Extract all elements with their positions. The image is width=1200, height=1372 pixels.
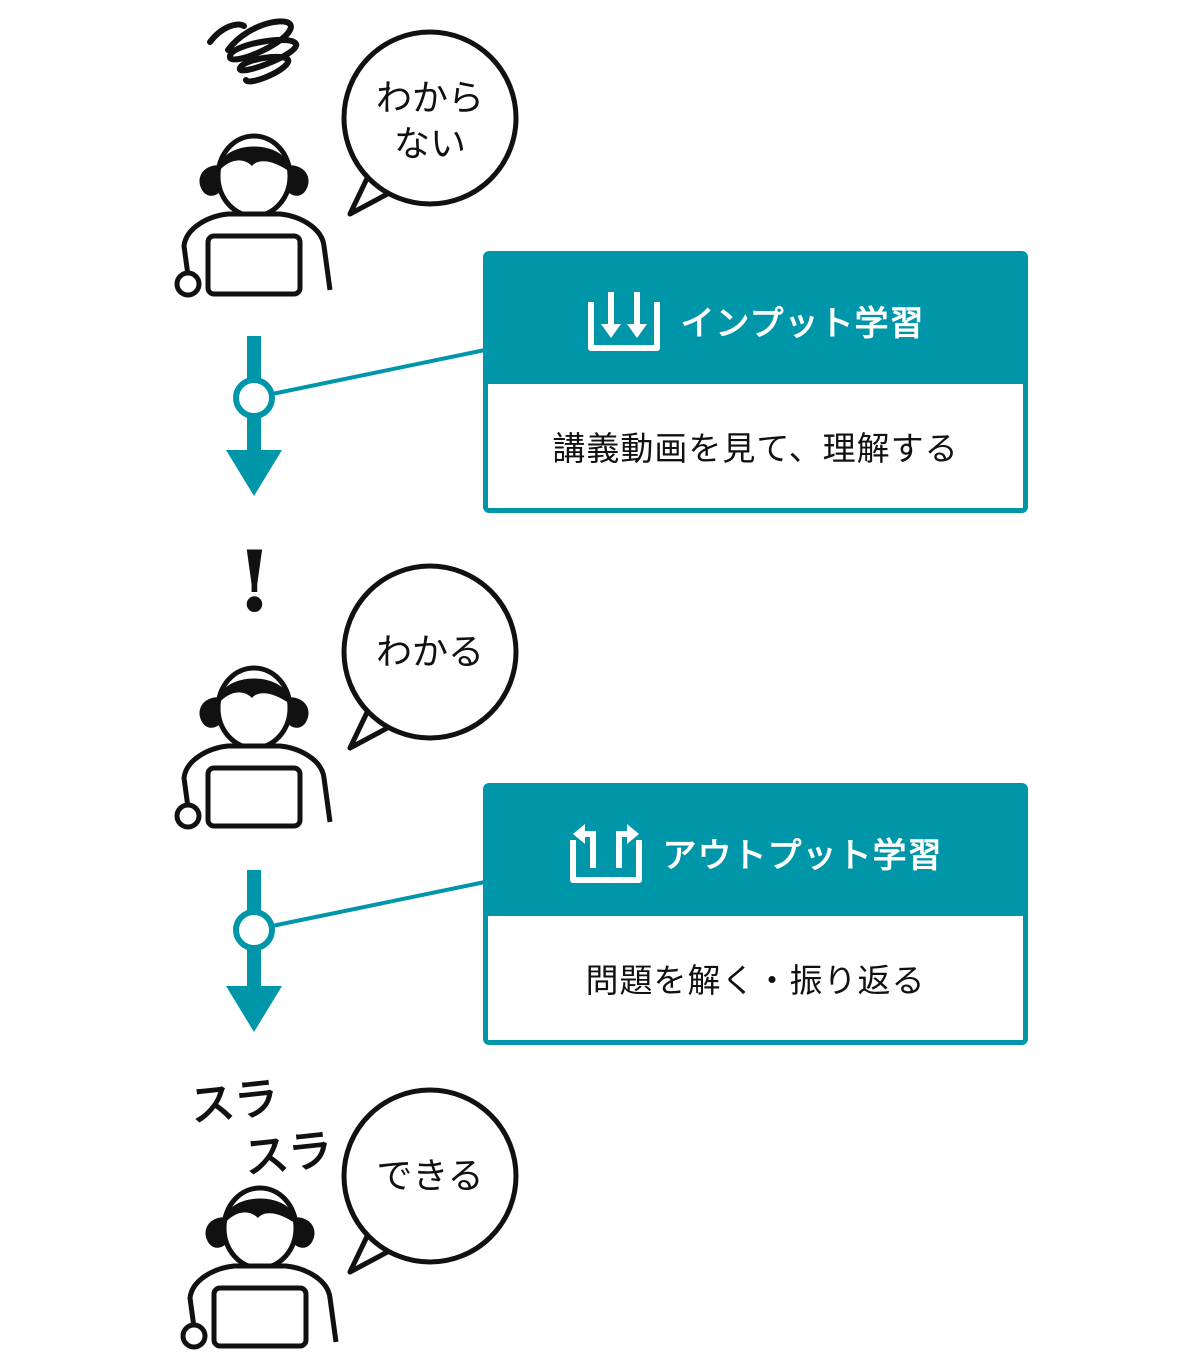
- exclamation-mark: !: [236, 532, 273, 631]
- flow-arrow-1: [226, 336, 486, 496]
- bubble-text-2: わかる: [345, 630, 515, 676]
- bubble-text-3: できる: [345, 1154, 515, 1200]
- output-card-body: 問題を解く・振り返る: [585, 961, 926, 1000]
- input-card-header: インプット学習: [488, 256, 1023, 384]
- output-card-header: アウトプット学習: [488, 788, 1023, 916]
- input-tray-icon: [587, 292, 660, 351]
- input-card-body: 講義動画を見て、理解する: [552, 429, 959, 468]
- output-tray-icon: [569, 824, 642, 883]
- bubble-1-line-2: ない: [393, 124, 466, 165]
- confused-scribble-icon: [207, 18, 299, 85]
- bubble-text-1: わから ない: [345, 76, 515, 168]
- bubble-1-line-1: わから: [375, 78, 484, 119]
- student-2-icon: [177, 668, 330, 827]
- bubble-3-line-1: できる: [376, 1156, 484, 1197]
- student-1-icon: [177, 136, 330, 295]
- student-3-icon: [183, 1188, 336, 1347]
- smooth-text-2: スラ: [242, 1124, 335, 1185]
- input-card-title: インプット学習: [680, 303, 925, 344]
- bubble-2-line-1: わかる: [375, 632, 484, 673]
- output-learning-card: アウトプット学習 問題を解く・振り返る: [483, 783, 1028, 1045]
- input-learning-card: インプット学習 講義動画を見て、理解する: [483, 251, 1028, 513]
- flow-arrow-2: [226, 870, 486, 1032]
- output-card-title: アウトプット学習: [662, 835, 943, 876]
